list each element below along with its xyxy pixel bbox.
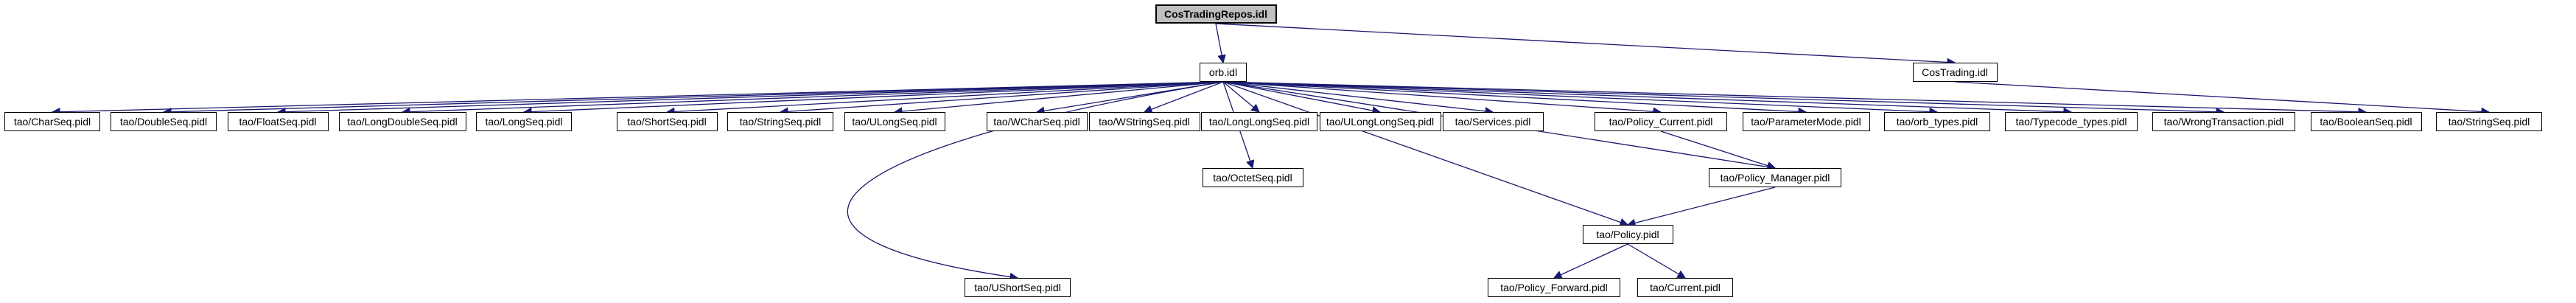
edge-orb-longdoubleseq [401,81,1224,116]
graph-node-wcharseq[interactable]: tao/WCharSeq.pidl [986,112,1088,131]
graph-node-ushortseq[interactable]: tao/UShortSeq.pidl [965,278,1071,297]
graph-node-ulongseq[interactable]: tao/ULongSeq.pidl [844,112,945,131]
edge-policycurrent-policymanager [1660,130,1777,170]
edge-orb-floatseq [276,81,1224,116]
edge-policymanager-policy [1626,187,1776,228]
graph-node-wrongtransaction[interactable]: tao/WrongTransaction.pidl [2152,112,2295,131]
graph-node-policyforward[interactable]: tao/Policy_Forward.pidl [1488,278,1620,297]
edge-orb-parametermode [1222,81,1807,116]
graph-node-orbtypes[interactable]: tao/orb_types.pidl [1884,112,1990,131]
edge-orb-booleanseq [1222,81,2367,116]
graph-node-services[interactable]: tao/Services.pidl [1442,112,1544,131]
edge-policy-current [1627,243,1687,279]
edges-group [51,23,2491,282]
graph-node-policy[interactable]: tao/Policy.pidl [1582,225,1673,244]
graph-node-doubleseq[interactable]: tao/DoubleSeq.pidl [111,112,217,131]
graph-node-current[interactable]: tao/Current.pidl [1637,278,1733,297]
graph-node-longseq[interactable]: tao/LongSeq.pidl [476,112,572,131]
edge-policy-policyforward [1553,243,1628,279]
graph-node-stringseq[interactable]: tao/StringSeq.pidl [727,112,833,131]
edge-orb-ulonglongseq [1222,81,1382,115]
graph-node-octetseq[interactable]: tao/OctetSeq.pidl [1202,168,1303,187]
graph-node-parametermode[interactable]: tao/ParameterMode.pidl [1742,112,1870,131]
graph-node-policymanager[interactable]: tao/Policy_Manager.pidl [1709,168,1841,187]
graph-node-orb[interactable]: orb.idl [1200,63,1247,82]
edge-costradingrepos-costrading [1215,23,1956,67]
graph-node-policycurrent[interactable]: tao/Policy_Current.pidl [1595,112,1727,131]
edge-orb-stringseq [779,81,1224,116]
edge-orb-shortseq [665,81,1224,116]
edge-orb-doubleseq [162,81,1224,116]
graph-node-longdoubleseq[interactable]: tao/LongDoubleSeq.pidl [338,112,466,131]
edge-orb-policycurrent [1222,81,1662,116]
edge-orb-typecodetypes [1222,81,2073,116]
edge-orb-services [1222,81,1494,116]
edge-orb-wstringseq [1143,81,1224,114]
edge-orb-longseq [522,81,1224,116]
graph-node-floatseq[interactable]: tao/FloatSeq.pidl [227,112,329,131]
edge-orb-orbtypes [1222,81,1939,116]
graph-node-longlongseq[interactable]: tao/LongLongSeq.pidl [1201,112,1317,131]
graph-node-typecodetypes[interactable]: tao/Typecode_types.pidl [2005,112,2138,131]
edge-orb-longlongseq [1222,81,1260,113]
graph-node-booleanseq[interactable]: tao/BooleanSeq.pidl [2310,112,2422,131]
edge-costrading-stringseq2 [1954,81,2491,116]
graph-node-shortseq[interactable]: tao/ShortSeq.pidl [616,112,718,131]
edge-orb-wrongtransaction [1222,81,2225,116]
graph-node-wstringseq[interactable]: tao/WStringSeq.pidl [1088,112,1200,131]
edge-costradingrepos-orb [1215,23,1226,64]
edge-orb-policy [1222,81,1629,227]
graph-node-costrading[interactable]: CosTrading.idl [1912,63,1998,82]
graph-node-ulonglongseq[interactable]: tao/ULongLongSeq.pidl [1319,112,1441,131]
graph-node-costradingrepos: CosTradingRepos.idl [1155,4,1277,24]
graph-node-stringseq2[interactable]: tao/StringSeq.pidl [2436,112,2542,131]
edge-orb-ushortseq [847,81,1224,282]
edge-orb-charseq [51,81,1224,116]
edge-orb-ulongseq [893,81,1224,116]
graph-node-charseq[interactable]: tao/CharSeq.pidl [4,112,100,131]
